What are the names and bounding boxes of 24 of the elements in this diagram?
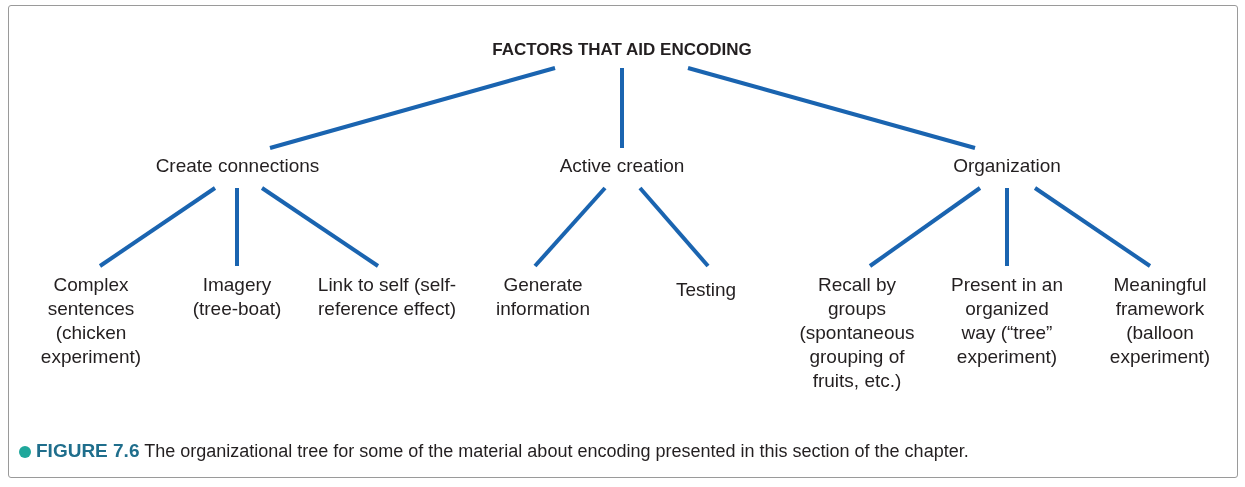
category-label: Active creation <box>559 154 685 178</box>
factor-label: Recall by groups (spontaneous grouping of fruits, etc.) <box>798 273 916 393</box>
connector-line <box>235 188 239 266</box>
category-label: Create connections <box>155 154 320 178</box>
connector-line <box>638 186 710 268</box>
connector-line <box>533 186 607 268</box>
connector-line <box>98 186 217 268</box>
connector-line <box>620 68 624 148</box>
tree-title: FACTORS THAT AID ENCODING <box>492 39 752 61</box>
factor-label: Imagery (tree-boat) <box>191 273 283 321</box>
factor-label: Link to self (self-reference effect) <box>316 273 458 321</box>
connector-line <box>687 66 976 150</box>
factor-label: Present in an organized way (“tree” experiment) <box>951 273 1063 369</box>
factor-label: Testing <box>675 278 737 302</box>
connector-line <box>269 66 556 150</box>
factor-label: Meaningful framework (balloon experiment) <box>1108 273 1212 369</box>
connector-line <box>868 186 982 268</box>
factor-label: Generate information <box>495 273 591 321</box>
connector-line <box>260 186 380 268</box>
factor-label: Complex sentences (chicken experiment) <box>39 273 143 369</box>
connector-line <box>1005 188 1009 266</box>
connector-line <box>1033 186 1152 268</box>
category-label: Organization <box>953 154 1061 178</box>
figure-caption: FIGURE 7.6 The organizational tree for some of the material about encoding presented in this section of the chapter. <box>36 439 969 463</box>
